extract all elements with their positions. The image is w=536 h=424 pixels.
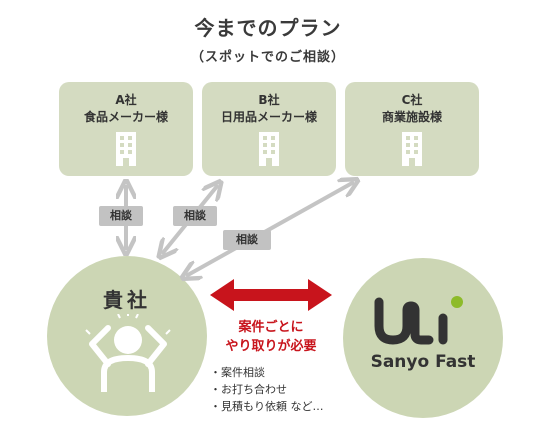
company-b-type: 日用品メーカー様 [220, 110, 317, 124]
red-caption-line1: 案件ごとに [238, 320, 304, 335]
list-item: ・見積もり依頼 など… [210, 400, 324, 413]
sanyo-fast-logo-mark [374, 297, 448, 345]
company-box-a: A社 食品メーカー様 [59, 82, 193, 176]
arrow-client-c [186, 182, 354, 276]
building-icon [116, 132, 136, 166]
building-icon [402, 132, 422, 166]
edge-label-a: 相談 [99, 206, 143, 226]
page-title: 今までのプラン [194, 16, 342, 40]
company-a-name: A社 [115, 93, 137, 107]
page-subtitle: （スポットでのご相談） [190, 50, 345, 65]
company-b-name: B社 [258, 93, 280, 107]
company-c-type: 商業施設様 [381, 110, 442, 124]
edge-label-c: 相談 [223, 230, 271, 250]
red-double-arrow [210, 279, 332, 311]
red-caption-line2: やり取りが必要 [225, 339, 317, 354]
building-icon [259, 132, 279, 166]
stressed-person-icon [85, 314, 171, 392]
client-label: 貴社 [103, 288, 151, 312]
sanyo-fast-logo: Sanyo Fast [343, 258, 503, 418]
company-c-name: C社 [401, 93, 423, 107]
list-item: ・お打ち合わせ [210, 383, 287, 396]
issue-list: ・案件相談 ・お打ち合わせ ・見積もり依頼 など… [206, 362, 344, 422]
company-a-type: 食品メーカー様 [83, 110, 168, 124]
company-box-c: C社 商業施設様 [345, 82, 479, 176]
company-box-b: B社 日用品メーカー様 [202, 82, 336, 176]
list-item: ・案件相談 [210, 366, 265, 379]
logo-accent-dot [451, 296, 463, 308]
edge-label-b: 相談 [173, 206, 217, 226]
logo-text: Sanyo Fast [370, 352, 476, 372]
